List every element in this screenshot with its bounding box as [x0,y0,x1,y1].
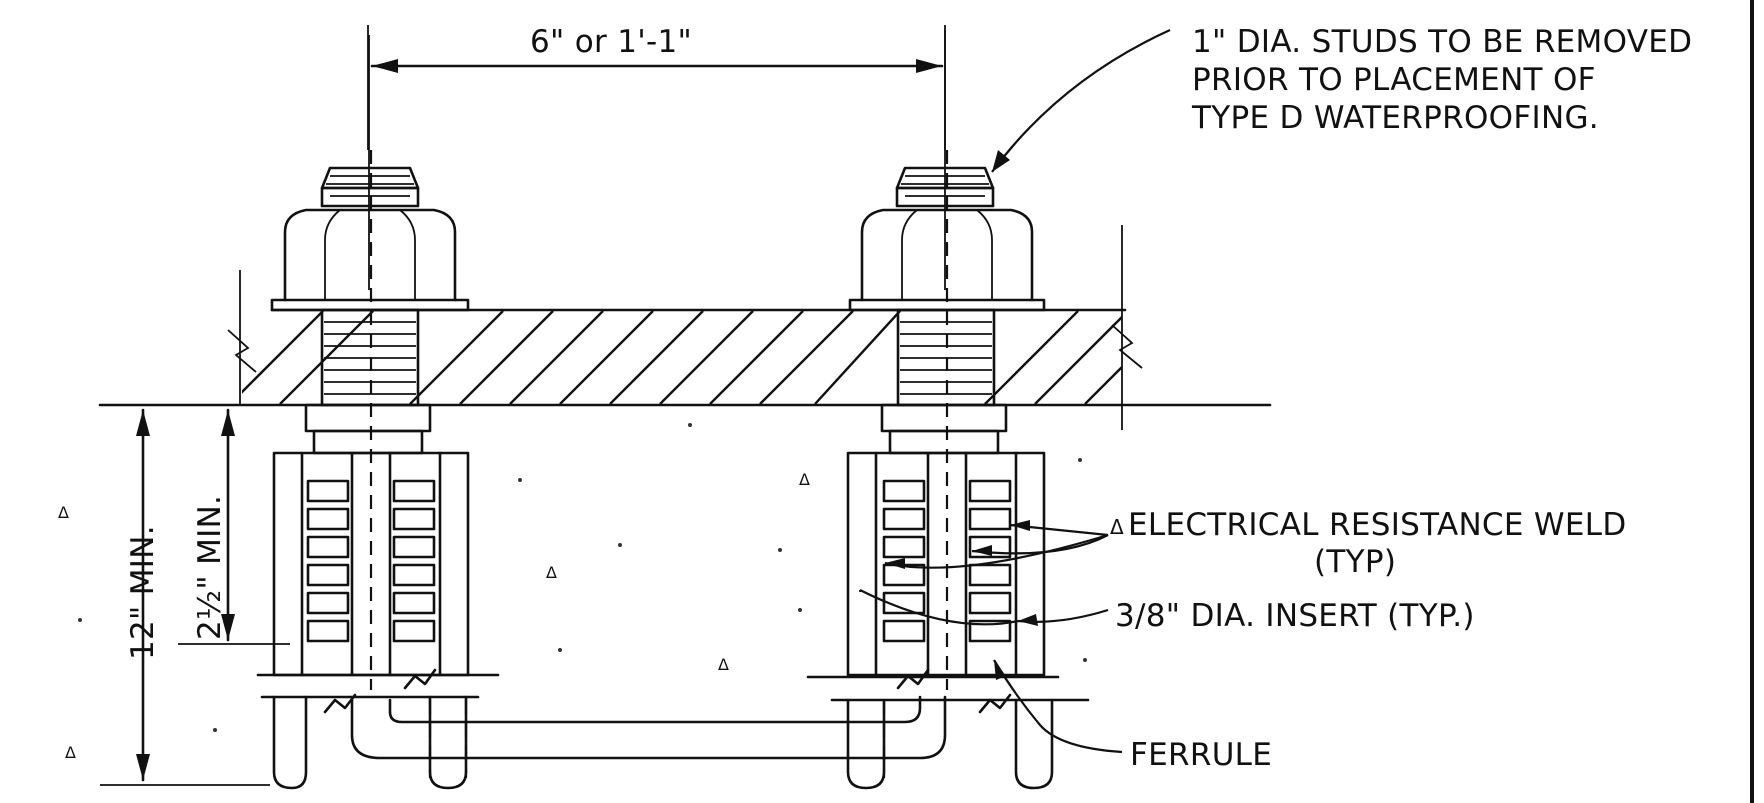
left-stud-assembly [256,25,947,790]
insert-note-text: 3/8" DIA. INSERT (TYP.) [1115,598,1475,634]
stud-depth-dimension: 2½" MIN. [178,408,290,645]
aggregate-triangle-2: Δ [65,743,76,762]
aggregate-triangle-5: Δ [799,470,810,489]
ferrule-note-text: FERRULE [1130,737,1272,773]
stud-depth-text: 2½" MIN. [192,495,228,640]
insert-note: 3/8" DIA. INSERT (TYP.) [859,589,1475,634]
aggregate-triangle-4: Δ [718,655,729,674]
hatched-plate [98,225,1272,430]
weld-note-line-1: ELECTRICAL RESISTANCE WELD [1128,507,1627,543]
overall-depth-dimension: 12" MIN. [100,408,270,786]
weld-revision-triangle: Δ [1110,515,1124,539]
concrete-aggregate-marks: Δ Δ Δ Δ Δ [58,423,1087,762]
right-stud-assembly [806,25,1090,790]
studs-removal-note: 1" DIA. STUDS TO BE REMOVED PRIOR TO PLA… [991,24,1692,173]
aggregate-triangle-1: Δ [58,503,69,522]
studs-note-line-3: TYPE D WATERPROOFING. [1191,100,1599,136]
studs-note-line-1: 1" DIA. STUDS TO BE REMOVED [1192,24,1692,60]
aggregate-triangle-3: Δ [546,563,557,582]
studs-note-line-2: PRIOR TO PLACEMENT OF [1192,62,1596,98]
ferrule-note: FERRULE [993,659,1272,773]
overall-depth-text: 12" MIN. [125,525,161,660]
spacing-dimension-text: 6" or 1'-1" [530,24,692,60]
weld-note-line-2: (TYP) [1314,544,1396,580]
weld-note: Δ ELECTRICAL RESISTANCE WELD (TYP) [884,507,1627,580]
